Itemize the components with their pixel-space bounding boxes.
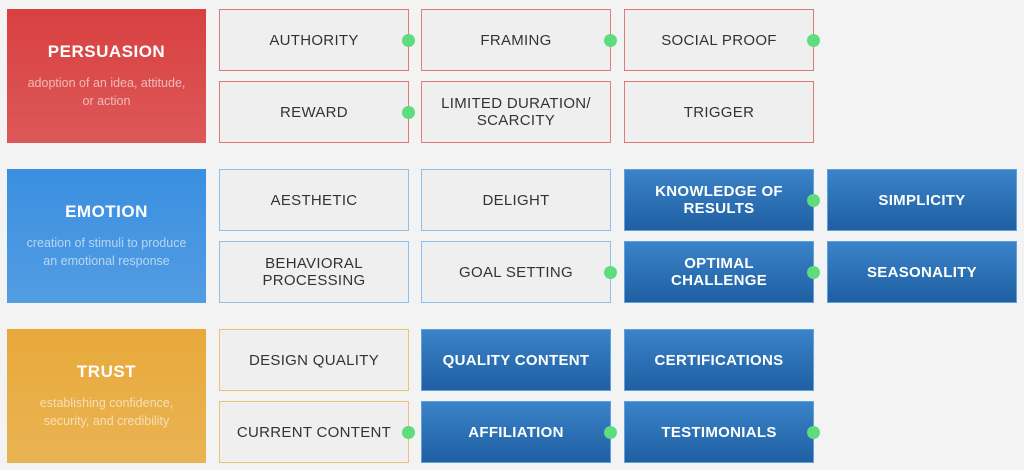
group-subtitle: establishing confidence, security, and c… xyxy=(39,396,174,428)
tactic-label: OPTIMAL CHALLENGE xyxy=(670,255,768,289)
tactic-knowledge-of-results: KNOWLEDGE OF RESULTS xyxy=(624,169,820,231)
tactic-label: SOCIAL PROOF xyxy=(661,31,777,49)
tactic-label: AFFILIATION xyxy=(468,423,564,441)
tactic-simplicity: SIMPLICITY xyxy=(827,169,1017,231)
tactic-label: KNOWLEDGE OF RESULTS xyxy=(655,183,783,217)
group-header-emotion: EMOTION creation of stimuli to produce an… xyxy=(7,169,206,303)
green-dot-icon xyxy=(807,425,820,439)
green-dot-icon xyxy=(402,105,415,119)
tactic-optimal-challenge: OPTIMAL CHALLENGE xyxy=(624,241,820,303)
group-title: EMOTION xyxy=(65,202,148,221)
tactic-label: CERTIFICATIONS xyxy=(654,351,784,369)
green-dot-icon xyxy=(807,33,820,47)
tactic-label: TRIGGER xyxy=(683,103,755,121)
tactic-seasonality: SEASONALITY xyxy=(827,241,1017,303)
green-dot-icon xyxy=(807,193,820,207)
green-dot-icon xyxy=(402,33,415,47)
tactic-label: QUALITY CONTENT xyxy=(442,351,590,369)
tactic-label: LIMITED DURATION/ SCARCITY xyxy=(441,95,591,129)
group-title: TRUST xyxy=(76,362,137,381)
tactic-label: CURRENT CONTENT xyxy=(236,423,392,441)
tactic-goal-setting: GOAL SETTING xyxy=(421,241,617,303)
tactic-testimonials: TESTIMONIALS xyxy=(624,401,820,463)
tactic-label: AUTHORITY xyxy=(269,31,359,49)
tactic-delight: DELIGHT xyxy=(421,169,611,231)
green-dot-icon xyxy=(807,265,820,279)
tactic-quality-content: QUALITY CONTENT xyxy=(421,329,611,391)
tactic-reward: REWARD xyxy=(219,81,415,143)
tactic-current-content: CURRENT CONTENT xyxy=(219,401,415,463)
tactic-authority: AUTHORITY xyxy=(219,9,415,71)
tactic-label: SIMPLICITY xyxy=(878,191,966,209)
tactic-design-quality: DESIGN QUALITY xyxy=(219,329,409,391)
group-subtitle: adoption of an idea, attitude, or action xyxy=(27,76,186,108)
green-dot-icon xyxy=(604,33,617,47)
tactic-label: TESTIMONIALS xyxy=(661,423,777,441)
tactic-framing: FRAMING xyxy=(421,9,617,71)
group-title: PERSUASION xyxy=(47,42,166,61)
tactic-label: FRAMING xyxy=(480,31,552,49)
tactic-label: AESTHETIC xyxy=(270,191,358,209)
tactic-aesthetic: AESTHETIC xyxy=(219,169,409,231)
tactic-certifications: CERTIFICATIONS xyxy=(624,329,814,391)
tactic-social-proof: SOCIAL PROOF xyxy=(624,9,820,71)
tactic-limited-duration-scarcity: LIMITED DURATION/ SCARCITY xyxy=(421,81,611,143)
group-subtitle: creation of stimuli to produce an emotio… xyxy=(26,236,187,268)
green-dot-icon xyxy=(604,425,617,439)
tactic-label: DESIGN QUALITY xyxy=(248,351,380,369)
green-dot-icon xyxy=(604,265,617,279)
tactic-behavioral-processing: BEHAVIORAL PROCESSING xyxy=(219,241,409,303)
green-dot-icon xyxy=(402,425,415,439)
tactic-label: REWARD xyxy=(280,103,348,121)
group-header-persuasion: PERSUASION adoption of an idea, attitude,… xyxy=(7,9,206,143)
tactic-label: SEASONALITY xyxy=(867,263,977,281)
tactic-affiliation: AFFILIATION xyxy=(421,401,617,463)
tactic-label: BEHAVIORAL PROCESSING xyxy=(262,255,366,289)
group-header-trust: TRUST establishing confidence, security, … xyxy=(7,329,206,463)
tactic-label: DELIGHT xyxy=(482,191,550,209)
tactic-trigger: TRIGGER xyxy=(624,81,814,143)
tactic-label: GOAL SETTING xyxy=(459,263,573,281)
